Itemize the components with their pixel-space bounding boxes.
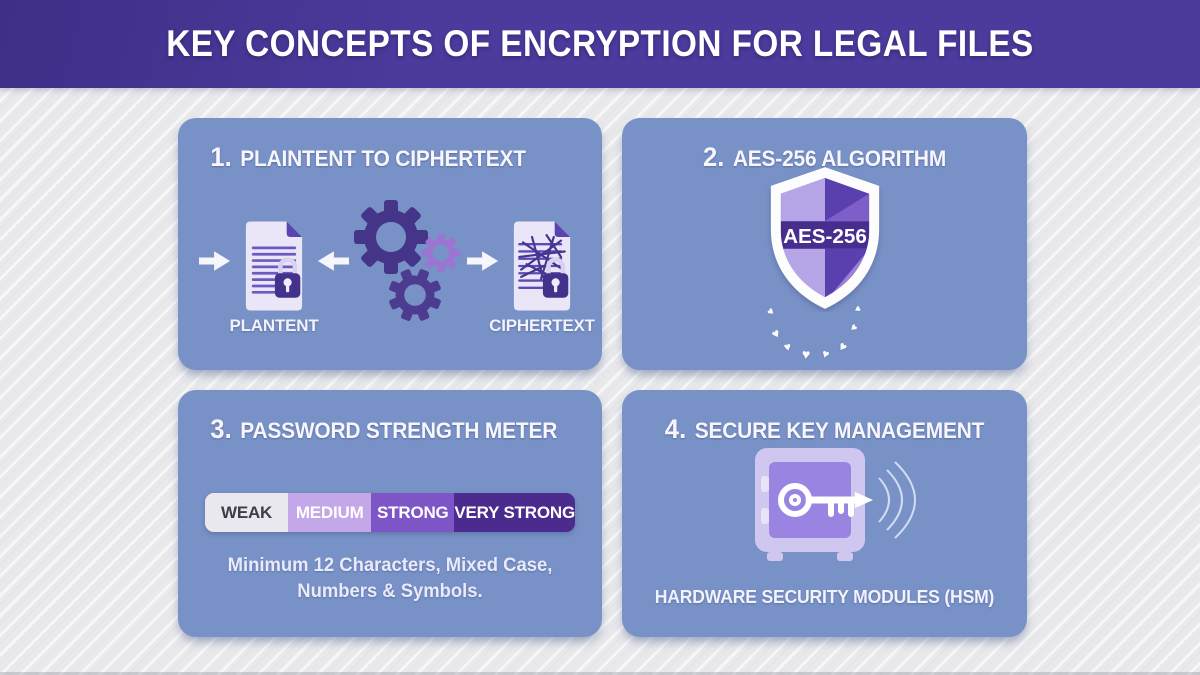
card3-title: 3. PASSWORD STRENGTH METER <box>178 414 581 445</box>
ciphertext-label: CIPHERTEXT <box>489 316 595 335</box>
page-title: KEY CONCEPTS OF ENCRYPTION FOR LEGAL FIL… <box>166 23 1034 64</box>
heart-icon: ♥ <box>764 305 778 319</box>
heart-icon: ♥ <box>820 346 832 362</box>
heart-icon: ♥ <box>801 345 811 363</box>
card-secure-key-management: 4. SECURE KEY MANAGEMENT HARDWA <box>622 390 1027 637</box>
signal-waves-icon <box>878 461 916 539</box>
padlock-icon <box>542 257 569 298</box>
arrow-right-icon <box>199 251 231 271</box>
card2-title: 2. AES-256 ALGORITHM <box>632 142 1017 173</box>
card3-number: 3. <box>210 414 232 444</box>
heart-icon: ♥ <box>835 338 851 355</box>
card4-number: 4. <box>664 414 687 444</box>
card-password-strength-meter: 3. PASSWORD STRENGTH METER WEAK MEDIUM S… <box>178 390 602 637</box>
card2-number: 2. <box>702 142 725 172</box>
padlock-icon <box>274 257 301 298</box>
encryption-gears-icon <box>354 200 461 321</box>
card-aes-256-algorithm: 2. AES-256 ALGORITHM AES-256 ♥ ♥ ♥ ♥ <box>622 118 1027 370</box>
password-strength-meter: WEAK MEDIUM STRONG VERY STRONG <box>205 493 575 532</box>
card4-title: 4. SECURE KEY MANAGEMENT <box>632 414 1017 445</box>
card1-number: 1. <box>210 142 232 172</box>
card3-title-text: PASSWORD STRENGTH METER <box>240 418 558 443</box>
heart-icon: ♥ <box>850 304 864 315</box>
password-requirements-note: Minimum 12 Characters, Mixed Case, Numbe… <box>184 553 595 604</box>
meter-segment-medium: MEDIUM <box>288 493 372 532</box>
card1-title-text: PLAINTENT TO CIPHERTEXT <box>240 146 526 171</box>
card-plaintext-to-ciphertext: 1. PLAINTENT TO CIPHERTEXT <box>178 118 602 370</box>
header-banner: KEY CONCEPTS OF ENCRYPTION FOR LEGAL FIL… <box>0 0 1200 88</box>
arrow-right-icon <box>467 251 499 271</box>
heart-icon: ♥ <box>782 339 793 355</box>
arrow-left-icon <box>317 251 349 271</box>
confetti-hearts: ♥ ♥ ♥ ♥ ♥ ♥ ♥ ♥ <box>622 118 1027 370</box>
meter-segment-weak: WEAK <box>205 493 289 532</box>
card2-title-text: AES-256 ALGORITHM <box>732 146 947 171</box>
plaintext-document-icon <box>245 221 303 311</box>
shield-label: AES-256 <box>783 225 867 248</box>
hsm-caption: HARDWARE SECURITY MODULES (HSM) <box>654 586 995 607</box>
ciphertext-document-icon <box>513 221 571 311</box>
heart-icon: ♥ <box>846 321 860 335</box>
key-icon <box>778 483 873 517</box>
card4-title-text: SECURE KEY MANAGEMENT <box>694 418 985 443</box>
meter-segment-very-strong: VERY STRONG <box>454 493 575 532</box>
note-line-1: Minimum 12 Characters, Mixed Case, <box>227 555 553 576</box>
encryption-flow <box>178 196 602 326</box>
meter-segment-strong: STRONG <box>371 493 455 532</box>
card1-title: 1. PLAINTENT TO CIPHERTEXT <box>178 142 581 173</box>
heart-icon: ♥ <box>768 325 783 342</box>
aes-shield-icon: AES-256 <box>770 167 879 309</box>
safe-with-key-icon <box>755 448 916 561</box>
plaintext-label: PLANTENT <box>229 316 319 335</box>
note-line-2: Numbers & Symbols. <box>297 580 483 602</box>
